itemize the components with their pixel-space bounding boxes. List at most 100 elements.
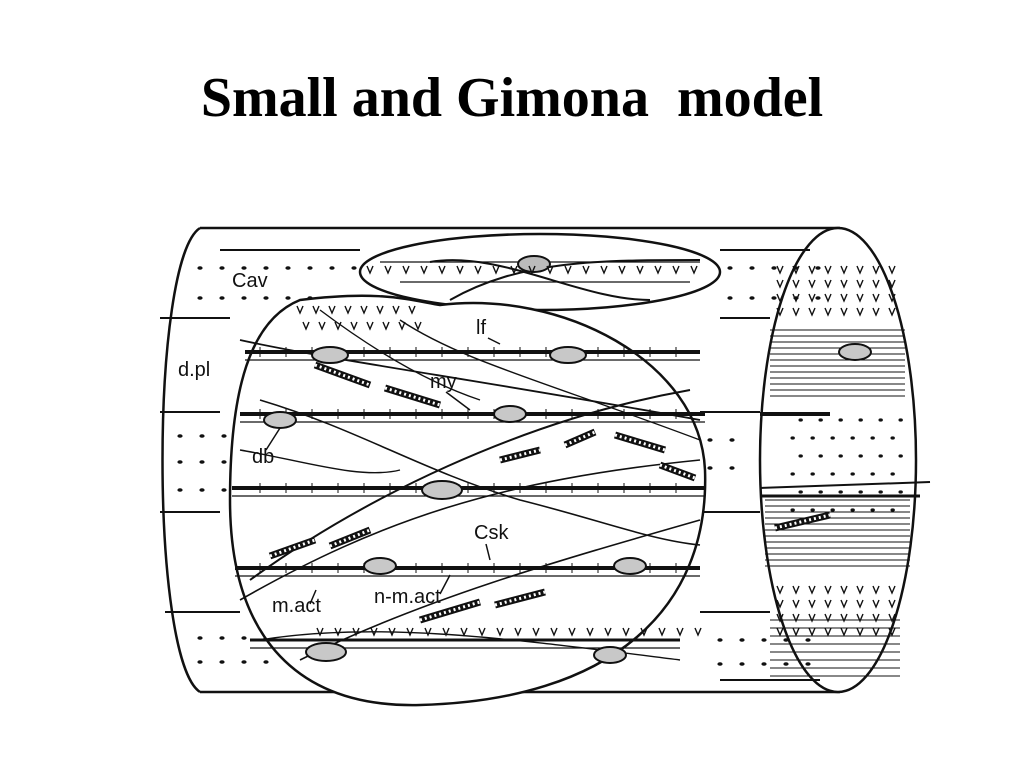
caveola-mark [856,293,864,303]
caveola-mark [824,265,832,275]
caveola-dot [878,454,883,458]
caveola-dot [850,472,855,476]
caveola-mark [872,613,880,623]
caveola-dot [805,662,811,666]
caveola-mark [792,279,800,289]
caveola-mark [402,265,410,275]
caveola-dot [241,636,247,640]
caveola-dot [241,296,247,300]
caveola-dot [798,418,803,422]
caveola-dot [898,490,903,494]
caveola-mark [792,599,800,609]
label-cav: Cav [232,270,268,292]
caveola-dot [197,636,203,640]
filament [299,519,701,661]
dense-body [493,405,527,423]
caveola-mark [808,307,816,317]
caveola-dot [830,508,835,512]
caveola-mark [776,599,784,609]
caveola-mark [694,627,702,637]
caveola-dot [351,266,357,270]
dense-body [311,346,349,364]
caveola-mark [856,613,864,623]
caveola-mark [370,627,378,637]
caveola-mark [776,627,784,637]
dense-plaque-bands [160,249,820,681]
caveola-dot [219,636,225,640]
caveola-mark [872,627,880,637]
caveola-dot [830,436,835,440]
dense-body [263,411,297,429]
caveola-dot [219,660,225,664]
caveola-mark [776,613,784,623]
caveola-mark [654,265,662,275]
caveola-mark [344,305,352,315]
caveola-dot [815,296,821,300]
dense-body [549,346,587,364]
caveola-dot [221,488,227,492]
caveola-mark [600,265,608,275]
caveola-dot [285,266,291,270]
caveola-dot [838,454,843,458]
myosin-filament [658,461,697,482]
caveola-dot [221,434,227,438]
caveola-mark [586,627,594,637]
caveola-mark [776,265,784,275]
caveola-dot [850,436,855,440]
caveola-mark [824,279,832,289]
caveola-mark [352,627,360,637]
caveola-mark [392,305,400,315]
caveola-dot [749,266,755,270]
myosin-filament [383,384,442,409]
caveola-dot [898,418,903,422]
caveola-mark [840,585,848,595]
caveola-dot [818,490,823,494]
caveola-mark [456,265,464,275]
caveola-dot [285,296,291,300]
caveola-dot [870,472,875,476]
caveola-dot [890,508,895,512]
dense-body [363,557,397,575]
caveola-dot [727,266,733,270]
caveola-mark [398,321,406,331]
dense-body [613,557,647,575]
caveola-dot [815,266,821,270]
myosin-filament [418,598,482,624]
caveola-mark [808,293,816,303]
label-csk: Csk [474,522,509,544]
caveola-mark [676,627,684,637]
caveola-mark [366,265,374,275]
caveola-mark [888,279,896,289]
caveola-mark [514,627,522,637]
caveola-mark [496,627,504,637]
main-window [228,294,707,707]
caveola-dot [870,508,875,512]
caveola-dot [783,638,789,642]
caveola-dot [263,296,269,300]
caveola-dot [890,436,895,440]
dense-body [421,480,463,500]
caveola-mark [808,585,816,595]
caveola-mark [312,305,320,315]
caveola-mark [872,307,880,317]
caveola-mark [808,265,816,275]
caveola-dot [219,296,225,300]
caveola-dot [263,266,269,270]
caveola-dot [199,460,205,464]
top-window [358,232,722,312]
caveola-mark [388,627,396,637]
caveola-mark [408,305,416,315]
caveola-dot [771,266,777,270]
caveola-mark [776,585,784,595]
caveola-dot [878,490,883,494]
myosin-filament [268,536,317,560]
myosin-filament [774,511,831,532]
caveola-mark [792,307,800,317]
caveola-dot [850,508,855,512]
caveola-mark [808,627,816,637]
caveola-dot [771,296,777,300]
caveola-dot [805,638,811,642]
slide-title: Small and Gimona model [200,67,824,129]
caveola-dot [761,638,767,642]
caveola-mark [776,307,784,317]
